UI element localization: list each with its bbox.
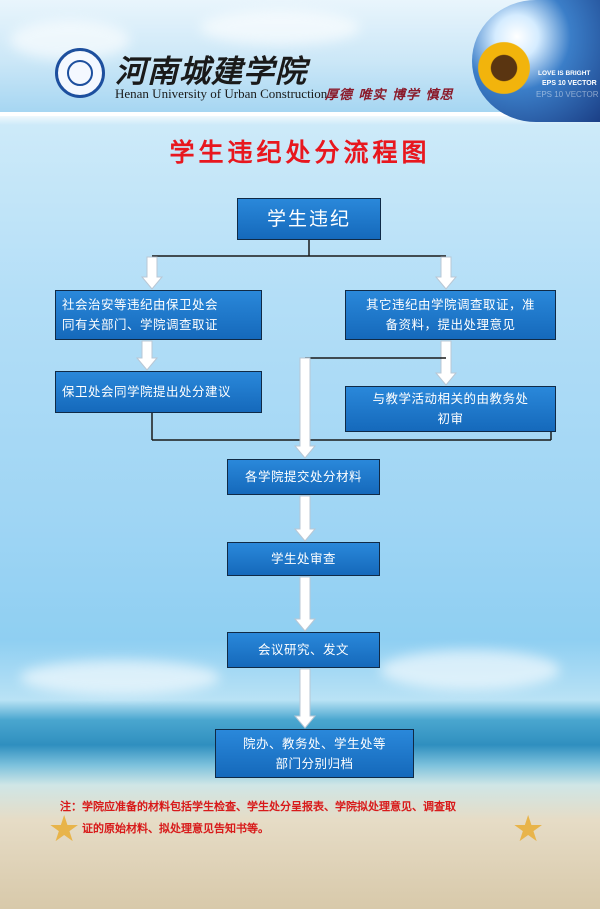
flow-arrow (140, 256, 164, 290)
school-name-cn: 河南城建学院 (115, 54, 307, 90)
flow-box-archive-line2: 部门分别归档 (275, 755, 354, 771)
flow-box-right-step1-line2: 备资料，提出处理意见 (385, 317, 516, 332)
disc-text-3: EPS 10 VECTOR (536, 90, 599, 99)
flow-box-left-step1-line1: 社会治安等违纪由保卫处会 (62, 297, 219, 312)
flow-arrow (293, 495, 317, 542)
page-title: 学生违纪处分流程图 (169, 138, 431, 167)
footnote-line1: 注：学院应准备的材料包括学生检查、学生处分呈报表、学院拟处理意见、调查取 (60, 800, 456, 813)
flow-arrow (434, 256, 458, 290)
flow-box-meeting-label: 会议研究、发文 (257, 642, 349, 657)
disc-text-1: LOVE IS BRIGHT (538, 70, 591, 77)
flow-box-left-step1-line2: 同有关部门、学院调查取证 (62, 317, 219, 332)
flow-box-archive: 院办、教务处、学生处等 部门分别归档 (215, 729, 414, 778)
starfish-icon: ★ (512, 809, 545, 850)
cloud (200, 10, 360, 45)
school-motto: 厚德 唯实 博学 慎思 (325, 88, 454, 103)
flow-box-review-label: 学生处审查 (270, 551, 336, 566)
flow-box-start: 学生违纪 (237, 198, 381, 240)
footnote: 注：学院应准备的材料包括学生检查、学生处分呈报表、学院拟处理意见、调查取 证的原… (60, 796, 560, 840)
sunflower-icon (474, 38, 534, 98)
flow-box-left-step1: 社会治安等违纪由保卫处会 同有关部门、学院调查取证 (55, 290, 262, 340)
flow-box-start-label: 学生违纪 (266, 208, 351, 230)
flow-arrow (293, 357, 317, 459)
flow-box-meeting: 会议研究、发文 (227, 632, 380, 668)
flow-arrow (293, 668, 317, 729)
flow-arrow (135, 340, 159, 371)
flow-box-materials: 各学院提交处分材料 (227, 459, 380, 495)
cloud (20, 660, 220, 695)
flow-box-review: 学生处审查 (227, 542, 380, 576)
header-divider (0, 112, 600, 116)
flow-arrow (434, 340, 458, 386)
decorative-sunflower-disc: LOVE IS BRIGHT EPS 10 VECTOR EPS 10 VECT… (472, 0, 600, 122)
cloud (380, 650, 560, 690)
starfish-icon: ★ (48, 809, 81, 850)
flow-box-right-step2-line1: 与教学活动相关的由教务处 (372, 391, 529, 406)
university-logo-icon (55, 48, 105, 98)
flow-box-right-step1-line1: 其它违纪由学院调查取证，准 (365, 297, 535, 312)
school-name-en: Henan University of Urban Construction (115, 86, 328, 101)
flow-box-right-step2: 与教学活动相关的由教务处 初审 (345, 386, 556, 432)
flow-box-archive-line1: 院办、教务处、学生处等 (242, 735, 386, 751)
flow-box-left-step2: 保卫处会同学院提出处分建议 (55, 371, 262, 413)
flow-box-left-step2-label: 保卫处会同学院提出处分建议 (62, 384, 232, 399)
flow-box-right-step2-line2: 初审 (437, 411, 464, 426)
footnote-line2: 证的原始材料、拟处理意见告知书等。 (82, 822, 269, 835)
flow-arrow (293, 576, 317, 632)
flow-box-materials-label: 各学院提交处分材料 (244, 469, 362, 484)
disc-text-2: EPS 10 VECTOR (542, 80, 597, 87)
flow-box-right-step1: 其它违纪由学院调查取证，准 备资料，提出处理意见 (345, 290, 556, 340)
